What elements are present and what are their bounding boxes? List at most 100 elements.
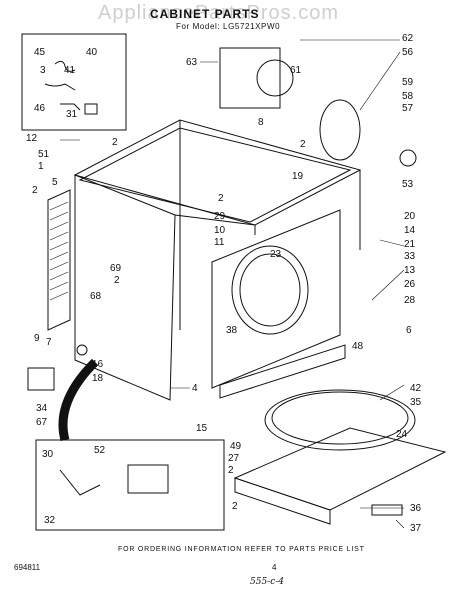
callout-1: 1 — [38, 161, 44, 172]
callout-68: 68 — [90, 291, 102, 302]
callout-24: 24 — [396, 429, 408, 440]
callout-2-center: 2 — [218, 193, 224, 204]
callout-14: 14 — [404, 225, 416, 236]
callout-57: 57 — [402, 103, 414, 114]
callout-33: 33 — [404, 251, 416, 262]
callout-2-bottom: 2 — [232, 501, 238, 512]
callout-48: 48 — [352, 341, 364, 352]
callout-30: 30 — [42, 449, 54, 460]
kickplate-clip — [371, 504, 403, 516]
toe-panel — [219, 344, 346, 399]
wire-connector — [44, 83, 76, 91]
callout-32: 32 — [44, 515, 56, 526]
callout-7: 7 — [46, 337, 52, 348]
cabinet-top-inner — [78, 127, 352, 223]
callout-9: 9 — [34, 333, 40, 344]
callout-2-rear: 2 — [114, 275, 120, 286]
door-opening-inner — [239, 253, 301, 327]
callout-21: 21 — [404, 239, 416, 250]
page-number: 4 — [272, 563, 277, 572]
model-subtitle: For Model: LG5721XPW0 — [176, 22, 281, 31]
callout-37: 37 — [410, 523, 422, 534]
leader-lines — [60, 39, 405, 529]
cabinet-edge — [174, 214, 256, 235]
bracket — [59, 469, 101, 496]
callout-15: 15 — [196, 423, 208, 434]
callout-51: 51 — [38, 149, 50, 160]
terminal-block — [84, 103, 98, 115]
callout-61: 61 — [290, 65, 302, 76]
callout-10: 10 — [214, 225, 226, 236]
callout-69: 69 — [110, 263, 122, 274]
inset-arrow — [58, 358, 99, 442]
callout-53: 53 — [402, 179, 414, 190]
callout-23: 23 — [270, 249, 282, 260]
callout-45: 45 — [34, 47, 46, 58]
drum-seal-ring-inner — [271, 391, 409, 445]
callout-34: 34 — [36, 403, 48, 414]
callout-62: 62 — [402, 33, 414, 44]
felt-pad — [27, 367, 55, 391]
motor-box — [219, 47, 281, 109]
door-opening — [231, 245, 309, 335]
callout-38: 38 — [226, 325, 238, 336]
callout-19: 19 — [292, 171, 304, 182]
drive-motor — [256, 59, 294, 97]
inset-box-harness — [21, 33, 127, 131]
callout-2-left: 2 — [32, 185, 38, 196]
callout-67: 67 — [36, 417, 48, 428]
callout-2-base: 2 — [228, 465, 234, 476]
harness-wire — [54, 60, 76, 72]
callout-27: 27 — [228, 453, 240, 464]
callout-3: 3 — [40, 65, 46, 76]
callout-20: 20 — [404, 211, 416, 222]
timer-switch — [127, 464, 169, 494]
callout-2-top: 2 — [112, 137, 118, 148]
drive-belt — [319, 99, 361, 161]
callout-31: 31 — [66, 109, 78, 120]
callout-6: 6 — [406, 325, 412, 336]
handwritten-note: 555-c-4 — [250, 577, 285, 587]
idler-pulley — [399, 149, 417, 167]
callout-59: 59 — [402, 77, 414, 88]
cabinet-top — [73, 119, 362, 226]
side-vent-panel — [47, 189, 71, 331]
cabinet-side-panel — [74, 174, 176, 401]
front-panel — [211, 209, 341, 389]
callout-5: 5 — [52, 177, 58, 188]
callout-13: 13 — [404, 265, 416, 276]
watermark: AppliancePartsPros.com — [98, 2, 339, 24]
leveling-leg — [76, 344, 88, 356]
drum-seal-ring — [264, 389, 416, 451]
callout-41: 41 — [64, 65, 76, 76]
diagram-title: CABINET PARTS — [150, 7, 260, 21]
callout-40: 40 — [86, 47, 98, 58]
callout-16: 16 — [92, 359, 104, 370]
callout-49: 49 — [230, 441, 242, 452]
vent-slats — [49, 201, 69, 301]
inset-box-timer — [35, 439, 225, 531]
cabinet-base — [233, 427, 447, 511]
callout-12: 12 — [26, 133, 38, 144]
callout-11: 11 — [214, 237, 225, 248]
callout-46: 46 — [34, 103, 46, 114]
callout-8: 8 — [258, 117, 264, 128]
callout-63: 63 — [186, 57, 198, 68]
callout-35: 35 — [410, 397, 422, 408]
callout-36: 36 — [410, 503, 422, 514]
callout-56: 56 — [402, 47, 414, 58]
callout-42: 42 — [410, 383, 422, 394]
callout-26: 26 — [404, 279, 416, 290]
callout-52: 52 — [94, 445, 106, 456]
base-front-edge — [234, 477, 331, 525]
callout-58: 58 — [402, 91, 414, 102]
callout-18: 18 — [92, 373, 104, 384]
callout-4: 4 — [192, 383, 198, 394]
callout-29: 29 — [214, 211, 226, 222]
clip — [60, 103, 81, 111]
callout-28: 28 — [404, 295, 416, 306]
ordering-footer: FOR ORDERING INFORMATION REFER TO PARTS … — [118, 546, 365, 553]
document-number: 694811 — [14, 563, 41, 572]
